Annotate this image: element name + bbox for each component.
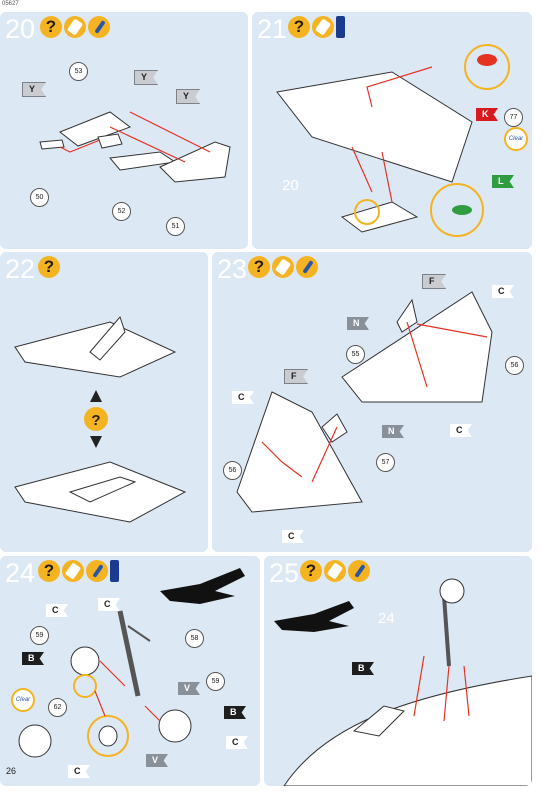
step-23-panel: 23 55 56 56 57 F C N C F C N C — [212, 252, 532, 552]
step-number: 22 — [5, 254, 36, 284]
color-flag-b: B — [352, 662, 374, 675]
part-59: 59 — [206, 672, 225, 691]
step-23-drawing — [236, 291, 493, 513]
paint-icon — [348, 560, 370, 582]
step-21-panel: 21 77 K L Clear 20 — [252, 12, 532, 249]
color-flag-c: C — [450, 424, 472, 437]
step-icons — [248, 256, 318, 278]
glue-icon — [272, 256, 294, 278]
part-51: 51 — [166, 217, 185, 236]
question-icon — [38, 560, 60, 582]
question-icon — [300, 560, 322, 582]
color-flag-c: C — [282, 530, 304, 543]
question-icon — [288, 16, 310, 38]
step-icons — [38, 256, 60, 278]
part-59: 59 — [30, 626, 49, 645]
color-flag-b: B — [22, 652, 44, 665]
paint-icon — [86, 560, 108, 582]
step-22-panel: 22 ? — [0, 252, 208, 552]
color-flag-c: C — [68, 765, 90, 778]
paint-icon — [88, 16, 110, 38]
glue-icon — [64, 16, 86, 38]
question-icon — [40, 16, 62, 38]
part-58: 58 — [185, 629, 204, 648]
step-20-panel: 20 53 50 52 51 Y Y Y — [0, 12, 248, 249]
color-flag-c: C — [232, 391, 254, 404]
part-77: 77 — [504, 108, 523, 127]
question-icon — [38, 256, 60, 278]
aircraft-silhouette — [160, 568, 245, 604]
glue-icon — [312, 16, 334, 38]
step-icons — [288, 16, 345, 38]
step-icons — [40, 16, 110, 38]
glue-icon — [62, 560, 84, 582]
step-number: 25 — [269, 558, 300, 588]
document-code: 05627 — [2, 1, 19, 7]
part-55: 55 — [346, 345, 365, 364]
part-53: 53 — [69, 62, 88, 81]
question-icon: ? — [91, 412, 100, 429]
step-22-drawing: ? — [14, 316, 187, 523]
step-reference-label: 24 — [378, 610, 395, 627]
part-56: 56 — [223, 461, 242, 480]
step-21-drawing — [276, 44, 510, 237]
clear-paint-icon: Clear — [504, 127, 528, 151]
color-flag-c: C — [98, 598, 120, 611]
step-icons — [38, 560, 119, 582]
paint-jar-icon — [336, 16, 345, 38]
part-52: 52 — [112, 202, 131, 221]
color-flag-l: L — [492, 175, 514, 188]
question-icon — [248, 256, 270, 278]
color-flag-f: F — [284, 369, 308, 384]
part-50: 50 — [30, 188, 49, 207]
step-24-panel: 24 58 59 59 62 C C B V B C C V Clear — [0, 556, 260, 786]
step-25-panel: 25 24 B — [264, 556, 532, 786]
step-number: 23 — [217, 254, 248, 284]
glue-icon — [324, 560, 346, 582]
clear-paint-icon: Clear — [11, 688, 35, 712]
paint-icon — [296, 256, 318, 278]
part-56: 56 — [505, 356, 524, 375]
color-flag-c: C — [492, 285, 514, 298]
step-reference-label: 20 — [282, 177, 299, 194]
color-flag-n: N — [382, 425, 404, 438]
color-flag-b: B — [224, 706, 246, 719]
step-25-drawing — [274, 578, 532, 786]
aircraft-silhouette — [274, 601, 354, 632]
part-62: 62 — [48, 698, 67, 717]
step-icons — [300, 560, 370, 582]
step-number: 20 — [5, 14, 36, 44]
step-20-drawing — [39, 111, 231, 183]
step-number: 24 — [5, 558, 36, 588]
paint-jar-icon — [110, 560, 119, 582]
color-flag-c: C — [226, 736, 248, 749]
color-flag-k: K — [476, 108, 498, 121]
part-57: 57 — [376, 453, 395, 472]
step-24-drawing — [18, 568, 245, 758]
color-flag-v: V — [178, 682, 200, 695]
step-number: 21 — [257, 14, 288, 44]
color-flag-c: C — [46, 604, 68, 617]
page-number: 26 — [6, 766, 17, 776]
color-flag-n: N — [347, 317, 369, 330]
color-flag-v: V — [146, 754, 168, 767]
